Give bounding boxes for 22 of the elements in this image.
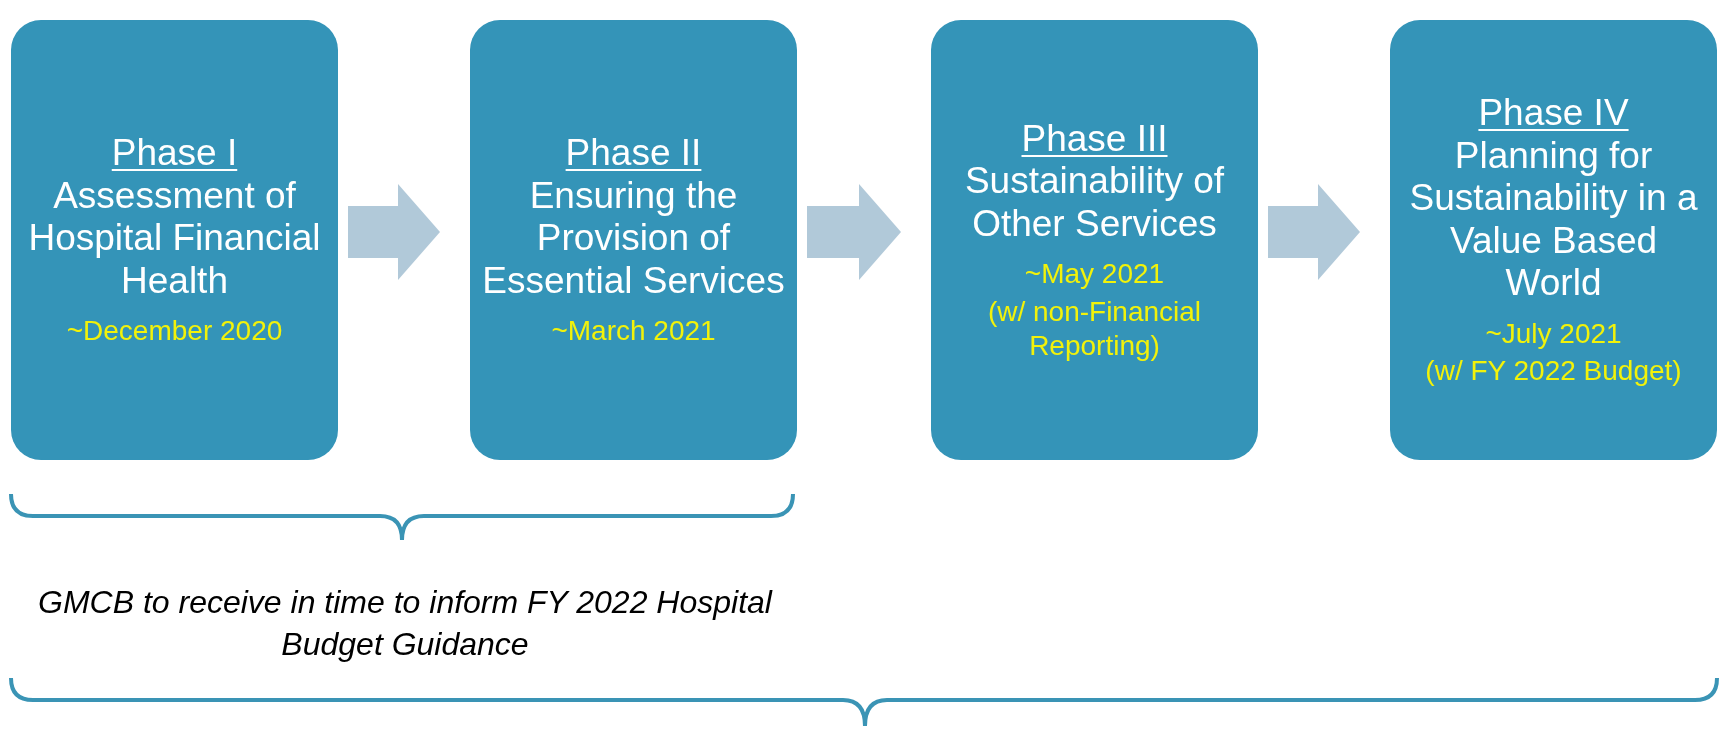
block-arrow bbox=[807, 184, 901, 280]
block-arrow bbox=[348, 184, 440, 280]
block-arrow bbox=[1268, 184, 1360, 280]
phase-box bbox=[470, 20, 797, 460]
phase-box bbox=[1390, 20, 1717, 460]
phase-title: Sustainability of Other Services bbox=[963, 160, 1226, 246]
phase-box bbox=[931, 20, 1258, 460]
phase-heading: Phase III bbox=[1021, 117, 1168, 161]
date-note: ~May 2021 bbox=[1024, 257, 1165, 291]
date-note: (w/ FY 2022 Budget) bbox=[1425, 354, 1682, 388]
date-note: ~December 2020 bbox=[66, 314, 283, 348]
phase-title: Ensuring the Provision of Essential Services bbox=[482, 174, 785, 303]
phase-heading: Phase I bbox=[111, 132, 238, 175]
phase-box bbox=[11, 20, 338, 460]
phase-title: Assessment of Hospital Financial Health bbox=[27, 174, 322, 303]
date-note: ~March 2021 bbox=[551, 314, 716, 348]
phase-heading: Phase IV bbox=[1478, 92, 1629, 135]
bracket-note: GMCB to receive in time to inform FY 2022 Hospital Budget Guidance bbox=[37, 583, 774, 664]
date-note: ~July 2021 bbox=[1485, 316, 1622, 351]
phase-title: Planning for Sustainability in a Value Based World bbox=[1408, 134, 1699, 305]
phase-heading: Phase II bbox=[565, 132, 702, 175]
date-note: (w/ non-Financial Reporting) bbox=[986, 295, 1203, 363]
